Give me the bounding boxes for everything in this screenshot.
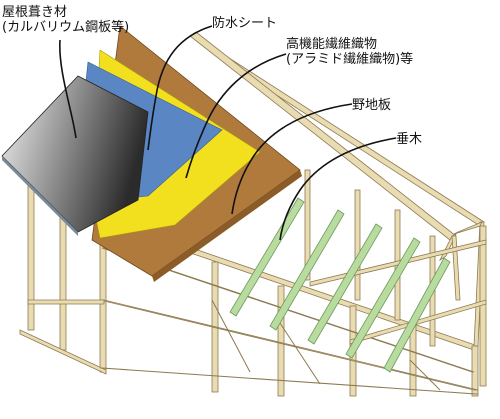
label-roofing-material-line2: (カルバリウム鋼板等) xyxy=(2,20,130,35)
roof-layers xyxy=(1,25,302,282)
label-rafter: 垂木 xyxy=(396,132,423,147)
brace xyxy=(409,359,441,391)
stud xyxy=(304,169,311,281)
stud xyxy=(354,189,361,301)
sheathing-board-edge xyxy=(152,170,302,282)
leader-sheathing xyxy=(231,103,353,215)
leader-fabric xyxy=(185,53,287,179)
roofing-edge xyxy=(2,156,78,236)
rafter-member xyxy=(269,209,345,331)
stud xyxy=(27,179,35,331)
leader-lines xyxy=(59,25,397,241)
girt xyxy=(349,299,487,345)
gable-rafter-right xyxy=(453,221,483,235)
label-sheathing-board: 野地板 xyxy=(352,98,392,113)
timber-frame xyxy=(19,31,487,397)
rafter-member xyxy=(383,257,451,373)
leader-waterproof xyxy=(147,25,213,151)
rafter-member xyxy=(229,197,305,317)
girt xyxy=(27,299,105,305)
stud xyxy=(277,285,285,397)
rafters xyxy=(229,197,451,373)
leader-rafter xyxy=(279,137,397,241)
rafter-member xyxy=(345,237,421,359)
label-high-performance-fabric-line2: (アラミド繊維織物)等 xyxy=(286,52,414,67)
label-roofing-material-line1: 屋根葺き材 xyxy=(2,5,68,20)
stud xyxy=(479,225,487,387)
rafter-member xyxy=(307,223,383,345)
gable-king-post xyxy=(451,235,461,301)
roofing-material-layer xyxy=(1,75,149,233)
girt xyxy=(19,329,107,375)
label-high-performance-fabric-line1: 高機能繊維織物 xyxy=(286,37,378,52)
brace xyxy=(211,299,251,373)
brace xyxy=(277,319,321,385)
label-waterproof-sheet: 防水シート xyxy=(212,16,278,31)
leader-roofing xyxy=(59,39,77,139)
girt xyxy=(99,367,479,395)
